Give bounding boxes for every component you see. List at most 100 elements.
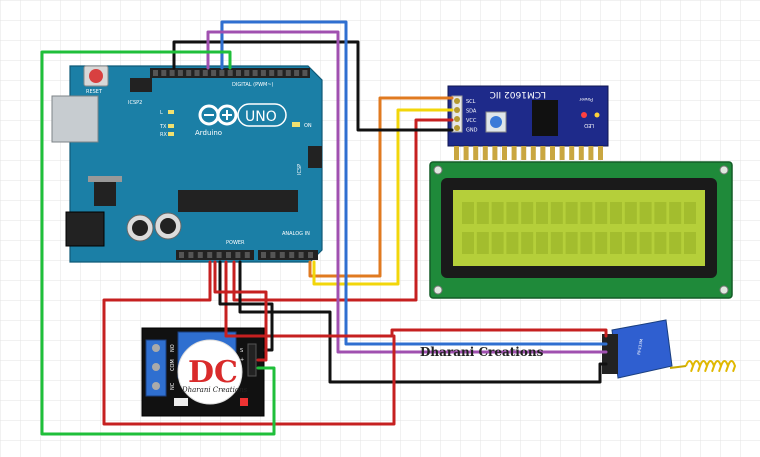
- power-label: POWER: [226, 240, 245, 246]
- lcd-cell: [565, 232, 578, 254]
- lcd-cell: [684, 232, 696, 254]
- lcd-cell: [550, 232, 563, 254]
- relay-signal-label: +: [240, 357, 244, 363]
- digital-pin: [260, 70, 266, 76]
- analog-pin: [289, 252, 295, 258]
- i2c-header-pin: [521, 146, 527, 160]
- wire-rf-data-purple: [206, 30, 608, 354]
- lcd-cell: [536, 202, 548, 224]
- digital-pin: [252, 70, 258, 76]
- i2c-header-pin: [598, 146, 603, 160]
- wire-rf-vcc: [224, 260, 608, 338]
- dc-logo-letters: DC: [188, 355, 238, 390]
- i2c-header-pin: [578, 146, 584, 160]
- power-header: [176, 250, 254, 260]
- power-pin: [244, 252, 250, 258]
- lcd-cell: [669, 202, 682, 224]
- lcd-cell: [624, 232, 637, 254]
- digital-pin: [177, 70, 183, 76]
- i2c-header-pin: [473, 146, 479, 160]
- power-pin: [226, 252, 231, 258]
- lcd-cell: [476, 202, 489, 224]
- lcd-cell: [624, 202, 637, 224]
- relay-terminal-label: NO: [170, 344, 176, 352]
- digital-pin: [161, 70, 167, 76]
- on-led-label: ON: [304, 123, 312, 129]
- arduino-brand: Arduino: [195, 129, 222, 137]
- digital-pin: [294, 70, 300, 76]
- lcd-cell: [565, 202, 578, 224]
- lcd-cell: [491, 202, 504, 224]
- lcd-screen: [453, 190, 705, 266]
- i2c-header-pin: [463, 146, 469, 160]
- lcd-cell: [536, 232, 548, 254]
- lcd-cell: [610, 202, 622, 224]
- digital-pin: [269, 70, 275, 76]
- i2c-pin-label: SDA: [466, 109, 477, 115]
- i2c-header-pin: [540, 146, 546, 160]
- digital-pin: [277, 70, 283, 76]
- digital-pin: [227, 70, 233, 76]
- arduino-uno: RESET ICSP2 DIGITAL (PWM~) Arduino UNO T…: [51, 65, 323, 263]
- wire-scl: [308, 96, 454, 278]
- lcd-cell: [462, 232, 474, 254]
- watermark-text: Dharani Creations: [420, 345, 544, 359]
- i2c-header-pin: [559, 146, 565, 160]
- lcd-cell: [506, 232, 519, 254]
- i2c-pin-label: SCL: [466, 99, 476, 105]
- relay-terminal-label: NC: [170, 382, 176, 390]
- analog-header: [258, 250, 318, 260]
- i2c-header-pin: [502, 146, 507, 160]
- i2c-pin-label: GND: [466, 128, 478, 134]
- reset-button[interactable]: [89, 69, 103, 83]
- digital-pin: [202, 70, 208, 76]
- i2c-header-pin: [530, 146, 536, 160]
- i2c-header-pin: [492, 146, 498, 160]
- i2c-header-pin: [454, 146, 459, 160]
- lcd-cell: [639, 232, 652, 254]
- lcd-cell: [580, 232, 593, 254]
- power-pin: [216, 252, 222, 258]
- watermark: DC Dharani Creations Dharani Creations: [177, 339, 544, 405]
- analog-label: ANALOG IN: [282, 231, 310, 237]
- lcd-cell: [654, 232, 667, 254]
- antenna-icon: [685, 360, 737, 372]
- lcd-cell: [550, 202, 563, 224]
- power-pin: [235, 252, 241, 258]
- power-pin: [197, 252, 203, 258]
- atmega-chip: [178, 190, 298, 212]
- i2c-header-pin: [482, 146, 488, 160]
- power-jack: [65, 211, 105, 247]
- digital-pin: [169, 70, 175, 76]
- rf-module-label: RF433M: [636, 338, 644, 355]
- lcd-display: [429, 161, 733, 299]
- wire-relay-power: [213, 260, 268, 362]
- i2c-power-label: Power: [579, 96, 593, 102]
- icsp-label: ICSP: [297, 164, 303, 175]
- wires: [40, 20, 608, 436]
- lcd-cell: [610, 232, 622, 254]
- lcd-cell: [506, 202, 519, 224]
- digital-pin: [244, 70, 250, 76]
- wire-sda: [312, 108, 454, 286]
- arduino-board-name: UNO: [245, 109, 277, 125]
- digital-pin: [194, 70, 200, 76]
- relay-signal-label: S: [240, 348, 243, 354]
- digital-pin: [219, 70, 225, 76]
- digital-pin: [186, 70, 192, 76]
- power-pin: [188, 252, 194, 258]
- wire-rf-gnd: [238, 260, 608, 384]
- digital-pin: [236, 70, 241, 76]
- analog-pin: [270, 252, 276, 258]
- lcd-cell: [491, 232, 504, 254]
- digital-pin: [302, 70, 308, 76]
- wire-relay-signal: [40, 50, 276, 436]
- power-pin: [179, 252, 184, 258]
- i2c-header-pin: [550, 146, 555, 160]
- reset-label: RESET: [86, 89, 103, 95]
- lcd-cell: [684, 202, 696, 224]
- rx-label: RX: [160, 132, 167, 138]
- power-pin: [207, 252, 213, 258]
